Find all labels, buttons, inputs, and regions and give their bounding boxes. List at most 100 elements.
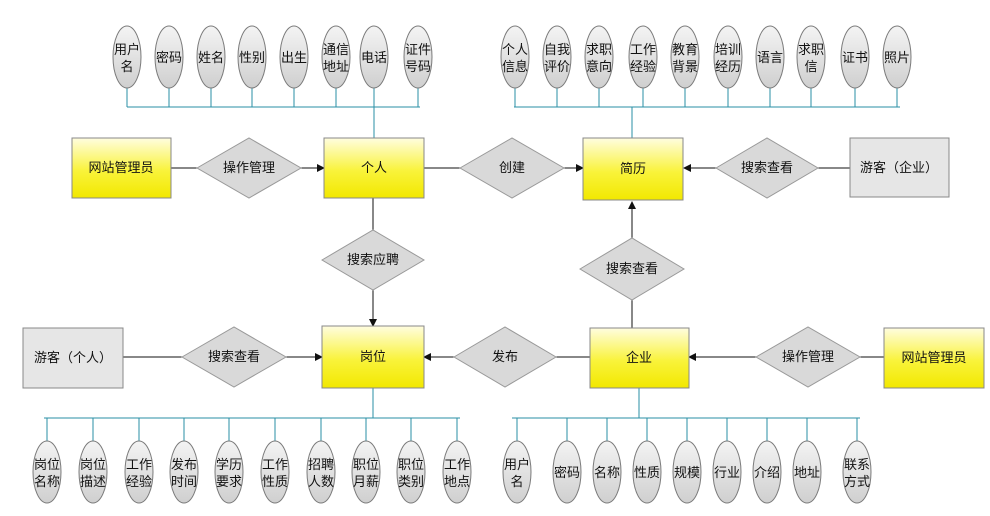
job-attr-ellipse <box>214 440 244 504</box>
relation-search-apply[interactable]: 搜索应聘 <box>321 229 425 291</box>
person-attr-ellipse <box>196 25 226 89</box>
person-attr[interactable]: 用户名 <box>112 25 142 89</box>
entity-job[interactable]: 岗位 <box>321 325 425 389</box>
person-attr[interactable]: 性别 <box>237 25 267 89</box>
company-attr[interactable]: 性质 <box>632 440 662 504</box>
job-attr-label: 职位 <box>398 458 424 473</box>
person-attr[interactable]: 姓名 <box>196 25 226 89</box>
entity-admin-top[interactable]: 网站管理员 <box>71 137 172 199</box>
resume-attr-ellipse <box>755 25 785 89</box>
job-attr-ellipse <box>124 440 154 504</box>
person-attr[interactable]: 密码 <box>154 25 184 89</box>
resume-attr-ellipse <box>713 25 743 89</box>
person-attr-label: 用户 <box>114 42 140 58</box>
job-attr-label: 学历 <box>216 457 242 473</box>
job-attr-ellipse <box>32 440 62 504</box>
resume-attr-label: 求职 <box>798 43 824 58</box>
job-attr-label: 地点 <box>444 475 470 490</box>
relation-manage-bottom[interactable]: 操作管理 <box>754 326 862 388</box>
resume-attr-label: 信 <box>804 60 817 75</box>
resume-attr[interactable]: 证书 <box>840 25 870 89</box>
entity-visitor-person[interactable]: 游客（个人） <box>22 327 124 389</box>
connections <box>123 164 884 361</box>
person-attr-label: 密码 <box>156 50 182 66</box>
entity-visitor-company[interactable]: 游客（企业） <box>849 137 950 198</box>
company-attr-label: 方式 <box>844 474 870 490</box>
job-attr-label: 工作 <box>262 458 288 473</box>
company-attr[interactable]: 名称 <box>592 440 622 504</box>
company-attr-ellipse <box>842 440 872 504</box>
relation-search-view-top-label: 搜索查看 <box>741 160 793 176</box>
person-attr-ellipse <box>321 25 351 89</box>
job-attr-label: 描述 <box>80 475 106 490</box>
resume-attr-ellipse <box>882 25 912 89</box>
resume-attr-label: 背景 <box>672 60 698 75</box>
entity-company[interactable]: 企业 <box>589 327 690 389</box>
company-attr[interactable]: 地址 <box>792 440 822 504</box>
job-attr-ellipse <box>351 440 381 504</box>
person-attr[interactable]: 出生 <box>279 25 309 89</box>
relation-create[interactable]: 创建 <box>458 137 566 199</box>
person-attr[interactable]: 电话 <box>359 25 389 89</box>
company-attr-ellipse <box>792 440 822 504</box>
job-attr-label: 名称 <box>34 474 60 490</box>
company-attr-label: 密码 <box>554 465 580 481</box>
company-attr[interactable]: 规模 <box>672 440 702 504</box>
company-attr-ellipse <box>592 440 622 504</box>
entity-admin-bottom[interactable]: 网站管理员 <box>883 327 985 389</box>
company-attr[interactable]: 介绍 <box>752 440 782 504</box>
relation-search-view-top[interactable]: 搜索查看 <box>715 137 819 199</box>
job-attr-label: 工作 <box>444 458 470 473</box>
relation-manage-top[interactable]: 操作管理 <box>195 137 303 199</box>
resume-attr-label: 个人 <box>502 43 528 58</box>
job-attr-ellipse <box>396 440 426 504</box>
company-attr[interactable]: 密码 <box>552 440 582 504</box>
resume-attr-ellipse <box>628 25 658 89</box>
job-attr-label: 招聘 <box>308 458 334 473</box>
resume-attr[interactable]: 照片 <box>882 25 912 89</box>
resume-attr-label: 教育 <box>672 42 698 58</box>
company-attr-label: 规模 <box>674 466 700 481</box>
resume-attr-label: 培训 <box>715 42 741 58</box>
entity-person-label: 个人 <box>361 161 387 176</box>
company-attr[interactable]: 行业 <box>712 440 742 504</box>
company-attr-label: 地址 <box>794 466 820 481</box>
resume-attr-label: 照片 <box>884 51 910 66</box>
relation-search-view-mid[interactable]: 搜索查看 <box>579 237 685 301</box>
job-attr-label: 要求 <box>216 475 242 490</box>
job-attr-label: 岗位 <box>34 458 60 473</box>
entity-resume[interactable]: 简历 <box>582 137 684 201</box>
company-attr-label: 名 <box>510 474 523 490</box>
resume-attr[interactable]: 语言 <box>755 25 785 89</box>
company-attr[interactable]: 用户名 <box>502 440 532 504</box>
relation-publish[interactable]: 发布 <box>453 326 557 388</box>
person-attr-ellipse <box>237 25 267 89</box>
resume-attr-label: 经历 <box>715 60 741 75</box>
job-attr-label: 时间 <box>171 475 197 490</box>
person-attr-label: 号码 <box>405 60 431 75</box>
job-attr-label: 工作 <box>126 458 152 473</box>
relation-search-view-bottom[interactable]: 搜索查看 <box>180 326 288 388</box>
resume-attr[interactable]: 求职信 <box>796 25 826 89</box>
entity-person[interactable]: 个人 <box>323 137 425 199</box>
person-attr-ellipse <box>279 25 309 89</box>
